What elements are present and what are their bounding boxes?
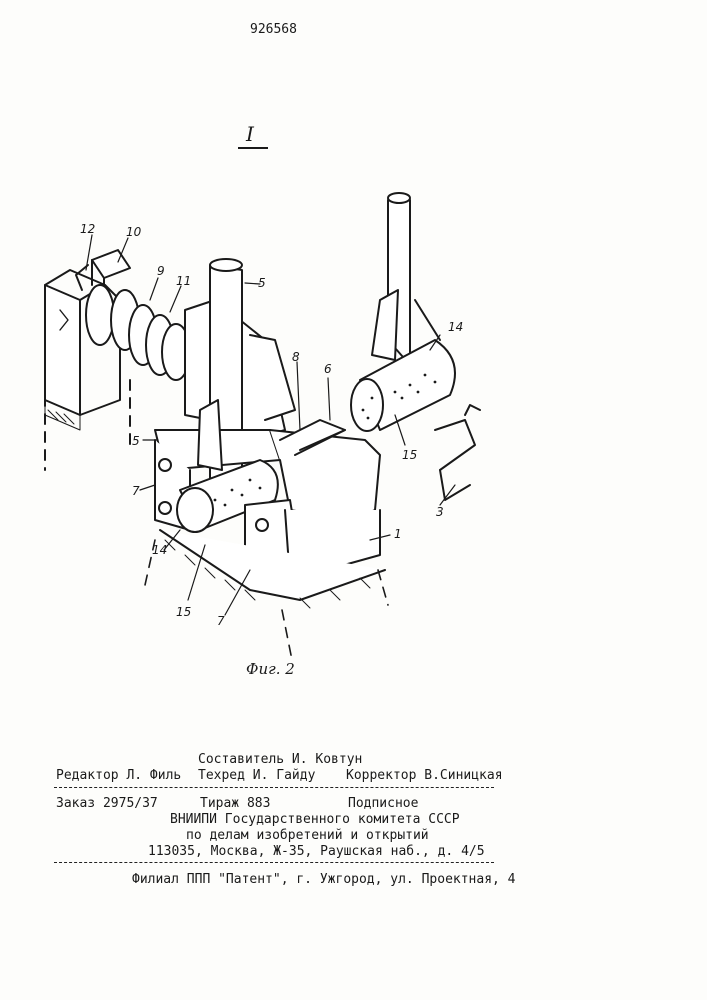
footer-branch: Филиал ППП "Патент", г. Ужгород, ул. Про… [132,872,516,887]
label-part-1: 1 [394,527,402,541]
label-part-14-left: 14 [152,543,167,557]
main-assembly [155,259,385,600]
footer-editor: Редактор Л. Филь [56,768,181,783]
label-part-5-top: 5 [258,276,266,290]
footer-divider-1 [54,787,494,788]
label-part-5-left: 5 [132,434,140,448]
upper-roll-assembly [351,193,455,431]
label-part-15-right: 15 [402,448,417,462]
label-part-11: 11 [176,274,191,288]
label-part-7-bottom: 7 [217,614,225,628]
label-part-12: 12 [80,222,95,236]
label-part-8: 8 [292,350,300,364]
footer-subscription: Подписное [348,796,418,811]
spring-coils [86,285,190,380]
label-part-14-right: 14 [448,320,463,334]
footer-address: 113035, Москва, Ж-35, Раушская наб., д. … [148,844,485,859]
footer-corrector: Корректор В.Синицкая [346,768,503,783]
footer-circulation: Тираж 883 [200,796,270,811]
footer-divider-2 [54,862,494,863]
part-3-outline [435,405,480,500]
label-part-9: 9 [157,264,165,278]
figure-caption: Фиг. 2 [246,660,295,678]
label-part-6: 6 [324,362,332,376]
footer-composer: Составитель И. Ковтун [198,752,362,767]
bracket-assembly [45,250,130,470]
label-part-3: 3 [436,505,444,519]
footer-org-line2: по делам изобретений и открытий [186,828,429,843]
footer-tech-editor: Техред И. Гайду [198,768,315,783]
footer-order: Заказ 2975/37 [56,796,158,811]
figure-drawing [0,0,707,700]
label-part-10: 10 [126,225,141,239]
label-part-15-left: 15 [176,605,191,619]
footer-org-line1: ВНИИПИ Государственного комитета СССР [170,812,460,827]
label-part-7-left: 7 [132,484,140,498]
